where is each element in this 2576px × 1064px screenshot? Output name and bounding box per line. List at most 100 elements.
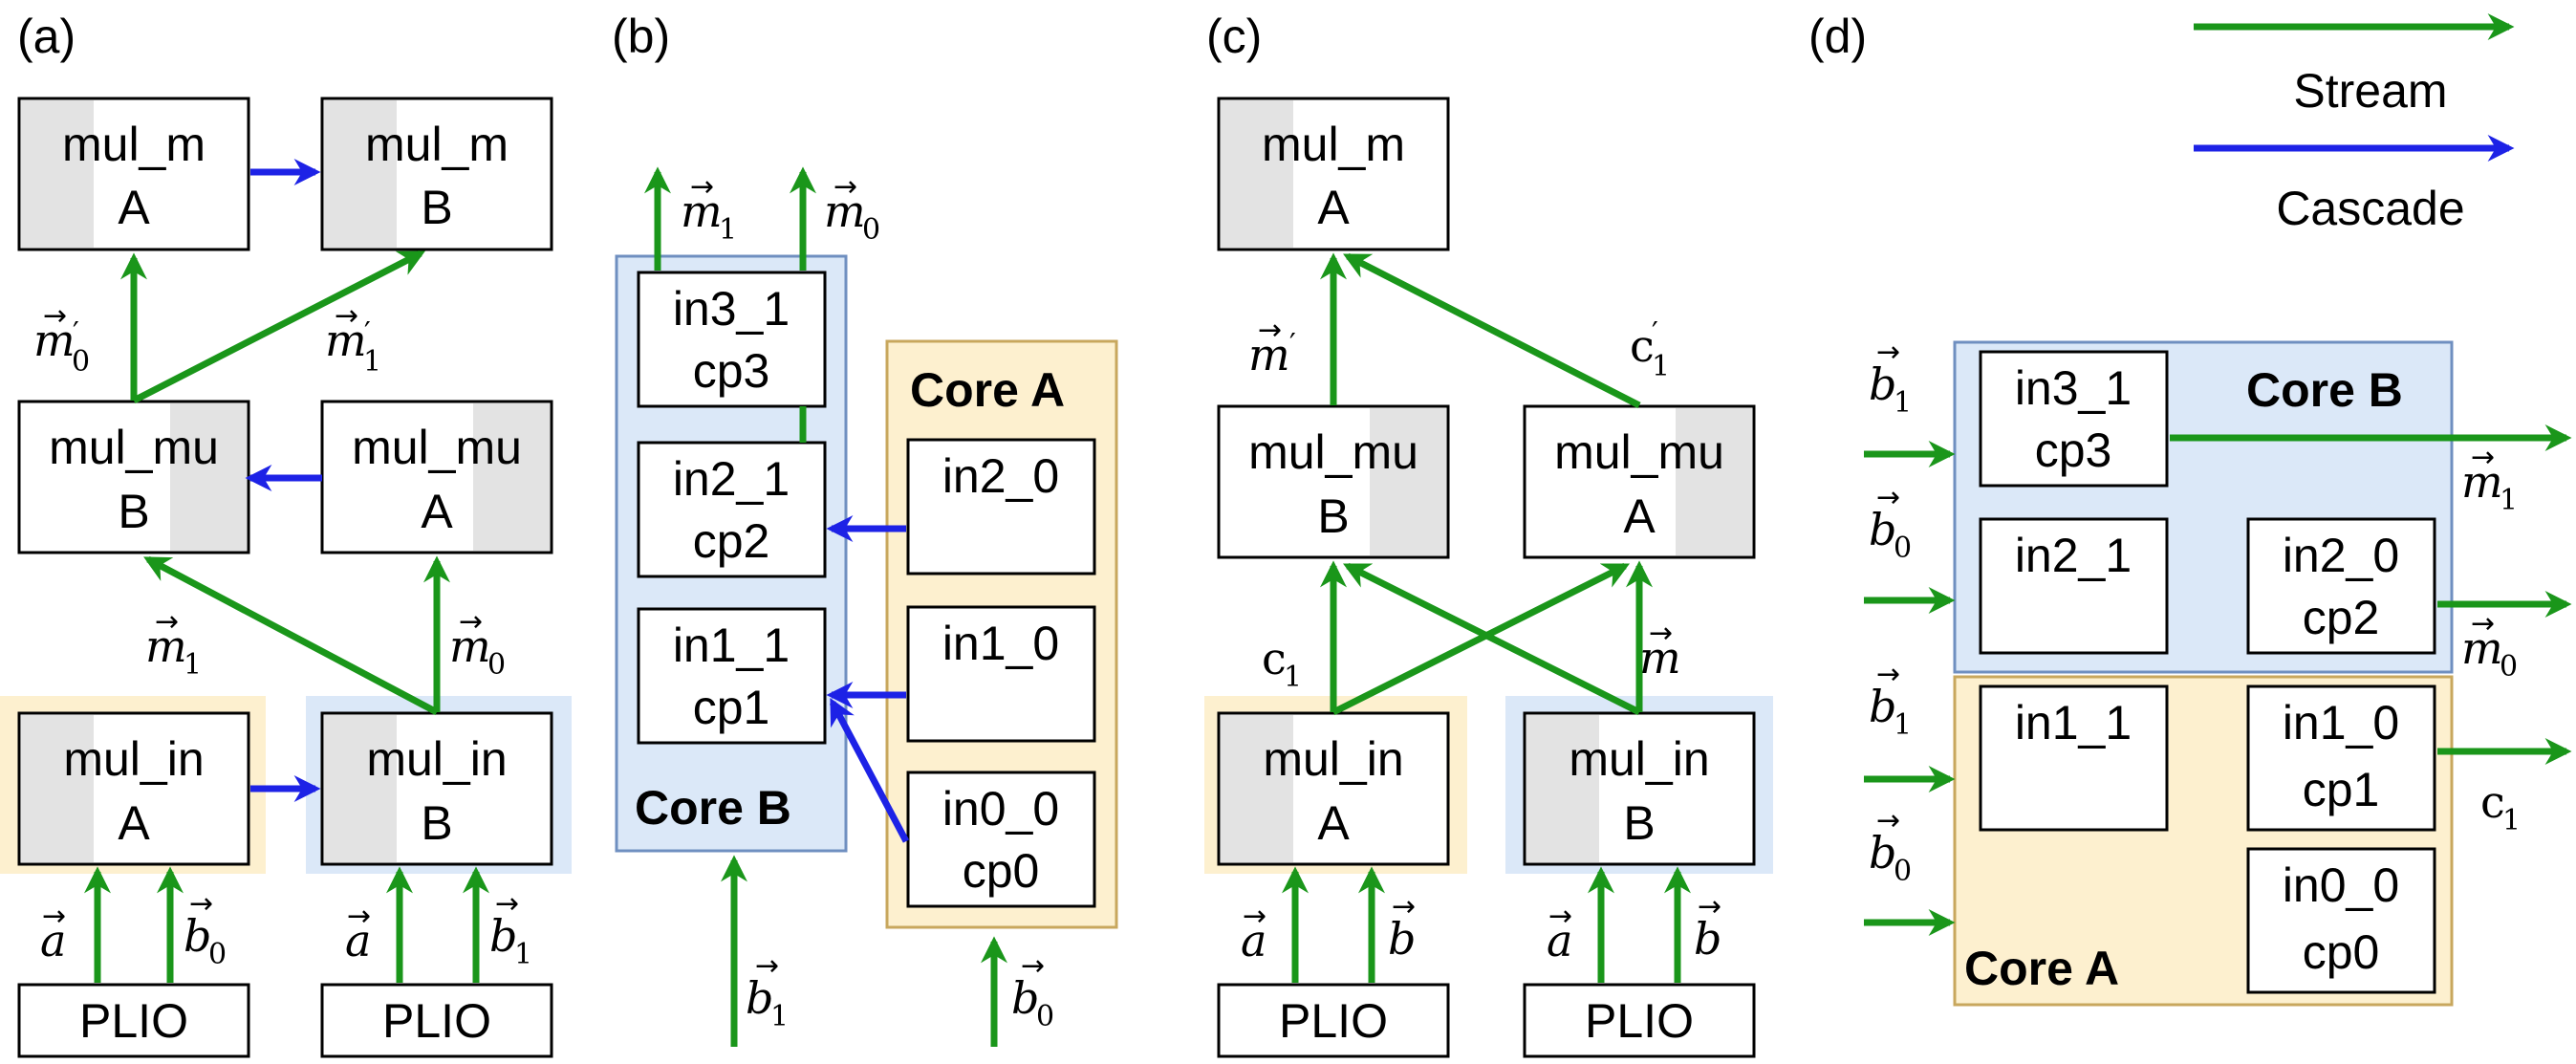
panel-a: mul_m A mul_m B mul_mu B mul_mu A	[0, 97, 572, 1058]
tile-in0-0: in0_0 cp0	[2246, 847, 2436, 994]
tile-cp: cp1	[2303, 763, 2380, 816]
label-b-vec: → b	[1388, 890, 1416, 965]
core-b-label: Core B	[635, 781, 791, 835]
tile-name: in1_0	[942, 617, 1059, 670]
label-m1-vec: → m 1	[2461, 441, 2518, 517]
mul-mu-b-box: mul_mu B	[17, 400, 250, 554]
label-a-vec: → a	[40, 900, 66, 966]
kernel-name: mul_mu	[352, 421, 522, 474]
mul-m-a-box: mul_m A	[17, 97, 250, 251]
kernel-side: B	[1317, 489, 1349, 543]
symbol: a	[345, 915, 371, 966]
subscript: 1	[1652, 350, 1670, 383]
stream-arrow	[1343, 252, 1641, 409]
panel-label-d: (d)	[1808, 10, 1867, 63]
mul-m-a-box: mul_m A	[1217, 97, 1450, 251]
label-m0-vec: → m 0	[449, 605, 506, 682]
vector-arrow: →	[1876, 336, 1900, 369]
panel-label-c: (c)	[1206, 10, 1262, 63]
label-m0-vec: → m 0	[824, 170, 880, 247]
panel-b: Core A Core B in3_1 cp3 in2_1 cp2 in1_1 …	[615, 166, 1118, 1047]
label-m1-prime: → m 1 ′	[325, 299, 381, 379]
kernel-name: mul_m	[1262, 118, 1405, 171]
legend: Stream Cascade	[2194, 13, 2515, 235]
kernel-name: mul_mu	[1248, 425, 1418, 479]
subscript: 1	[770, 1000, 789, 1033]
subscript: 0	[1036, 1000, 1054, 1033]
label-b0-vec: → b 0	[184, 887, 227, 971]
symbol: m	[824, 185, 866, 237]
vector-arrow: →	[1876, 481, 1900, 514]
symbol: a	[40, 915, 66, 966]
vector-arrow: →	[155, 605, 179, 639]
subscript: 0	[862, 213, 880, 247]
symbol: m	[33, 315, 76, 366]
tile-cp: cp2	[693, 514, 770, 568]
prime: ′	[1652, 316, 1658, 350]
vector-arrow: →	[690, 170, 714, 204]
vector-arrow: →	[43, 299, 67, 333]
cascade-arrow	[829, 698, 910, 843]
tile-name: in0_0	[2283, 858, 2399, 912]
label-c1: c 1	[1262, 633, 1302, 694]
kernel-side: B	[1623, 796, 1655, 850]
prime: ′	[364, 316, 371, 350]
vector-arrow: →	[1548, 900, 1572, 933]
core-a-label: Core A	[1964, 942, 2119, 995]
subscript: 1	[1894, 708, 1912, 742]
symbol: c	[1262, 633, 1287, 684]
label-m-vec: → m	[1639, 617, 1681, 684]
vector-arrow: →	[833, 170, 857, 204]
subscript: 0	[1894, 532, 1912, 565]
tile-name: in2_0	[942, 449, 1059, 503]
kernel-side: B	[118, 485, 149, 538]
kernel-side: B	[421, 181, 452, 234]
subscript: 1	[184, 648, 202, 682]
tile-in2-1: in2_1 cp2	[637, 441, 827, 578]
symbol: m	[325, 315, 367, 366]
tile-in2-1: in2_1	[1979, 517, 2169, 655]
kernel-name: mul_m	[365, 118, 509, 171]
tile-in3-1: in3_1 cp3	[1979, 350, 2169, 488]
plio-box: PLIO	[320, 983, 553, 1058]
label-b1-vec: → b 1	[746, 949, 789, 1033]
vector-arrow: →	[1876, 804, 1900, 837]
kernel-side: A	[421, 485, 453, 538]
symbol: m	[2461, 622, 2503, 674]
tile-cp: cp0	[2303, 925, 2380, 979]
subscript: 1	[1284, 661, 1302, 694]
tile-in0-0: in0_0 cp0	[906, 771, 1096, 908]
mul-mu-a-box: mul_mu A	[320, 400, 553, 554]
tile-name: in1_0	[2283, 696, 2399, 749]
label-b0-vec: → b 0	[1869, 481, 1912, 565]
symbol: a	[1241, 915, 1266, 966]
vector-arrow: →	[495, 887, 519, 921]
symbol: c	[1630, 320, 1655, 372]
vector-arrow: →	[755, 949, 779, 983]
kernel-side: B	[421, 796, 452, 850]
subscript: 1	[514, 938, 532, 971]
kernel-name: mul_in	[366, 732, 507, 786]
stream-arrow	[1342, 562, 1641, 716]
label-b0-vec: → b 0	[1011, 949, 1054, 1033]
vector-arrow: →	[189, 887, 213, 921]
tile-name: in2_1	[673, 452, 790, 506]
mul-m-b-box: mul_m B	[320, 97, 553, 251]
label-b1-vec: → b 1	[489, 887, 532, 971]
symbol: b	[1869, 358, 1896, 410]
subscript: 1	[363, 345, 381, 379]
plio-box: PLIO	[1523, 983, 1756, 1058]
tile-cp: cp3	[2035, 423, 2112, 477]
label-c1: c 1	[2480, 776, 2521, 837]
core-a-label: Core A	[910, 363, 1065, 417]
vector-arrow: →	[42, 900, 66, 933]
kernel-name: mul_mu	[1554, 425, 1724, 479]
symbol: b	[1869, 827, 1896, 879]
vector-arrow: →	[1258, 314, 1282, 347]
tile-name: in1_1	[673, 619, 790, 672]
legend-cascade-label: Cascade	[2276, 182, 2464, 235]
symbol: b	[1011, 972, 1039, 1024]
tile-in3-1: in3_1 cp3	[637, 271, 827, 408]
kernel-side: A	[1623, 489, 1656, 543]
plio-label: PLIO	[1585, 994, 1694, 1048]
